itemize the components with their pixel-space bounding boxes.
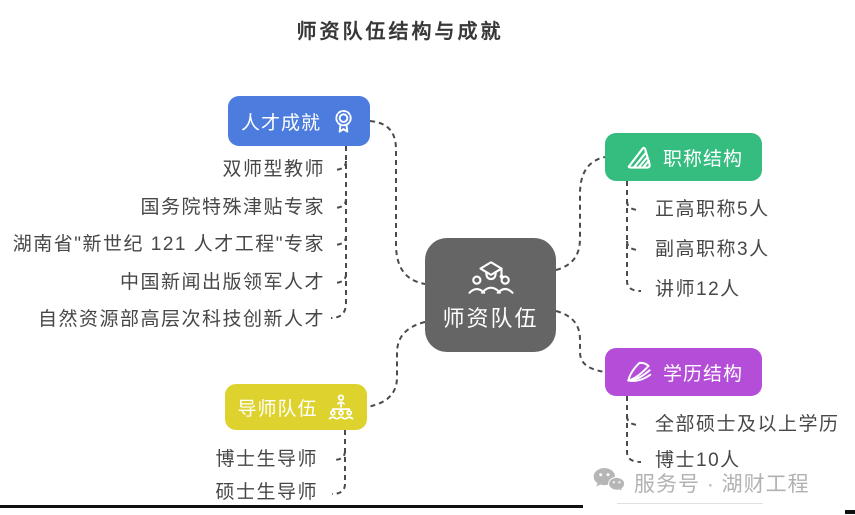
pyramid-icon [624, 142, 654, 172]
leaf-item: 自然资源部高层次科技创新人才 [37, 309, 325, 330]
faculty-team-icon [465, 257, 517, 299]
leaf-item: 副高职称3人 [655, 239, 770, 260]
wechat-icon [592, 465, 626, 501]
leaf-item: 国务院特殊津贴专家 [140, 197, 325, 218]
branch-node-talent: 人才成就 [228, 96, 370, 146]
leaf-item: 中国新闻出版领军人才 [119, 272, 325, 293]
leaf-item: 硕士生导师 [215, 482, 318, 503]
branch-node-label: 人才成就 [240, 112, 321, 134]
branch-node-label: 导师队伍 [237, 398, 318, 420]
page-title: 师资队伍结构与成就 [296, 21, 504, 43]
leaf-item: 讲师12人 [655, 279, 741, 300]
divider-line-faint [617, 503, 763, 504]
leaf-item: 双师型教师 [222, 159, 325, 180]
org-chart-icon [327, 393, 355, 421]
medal-icon [330, 108, 357, 135]
branch-node-degree: 学历结构 [605, 348, 762, 396]
branch-node-label: 学历结构 [662, 363, 743, 385]
leaf-item: 正高职称5人 [655, 199, 770, 220]
branch-node-label: 职称结构 [662, 148, 743, 170]
divider-line [0, 505, 583, 508]
leaf-item: 博士10人 [655, 450, 741, 471]
watermark-label: 服务号 · 湖财工程 [634, 473, 810, 496]
divider-line-corner [845, 510, 855, 514]
center-node-label: 师资队伍 [442, 306, 539, 331]
center-node-faculty-team: 师资队伍 [425, 238, 556, 352]
branch-node-rank: 职称结构 [605, 133, 762, 181]
open-book-icon [624, 357, 654, 387]
leaf-item: 湖南省"新世纪 121 人才工程"专家 [12, 234, 325, 255]
branch-node-mentor: 导师队伍 [225, 384, 367, 430]
watermark: 服务号 · 湖财工程 [592, 465, 810, 501]
leaf-item: 博士生导师 [215, 449, 318, 470]
leaf-item: 全部硕士及以上学历 [655, 414, 840, 435]
